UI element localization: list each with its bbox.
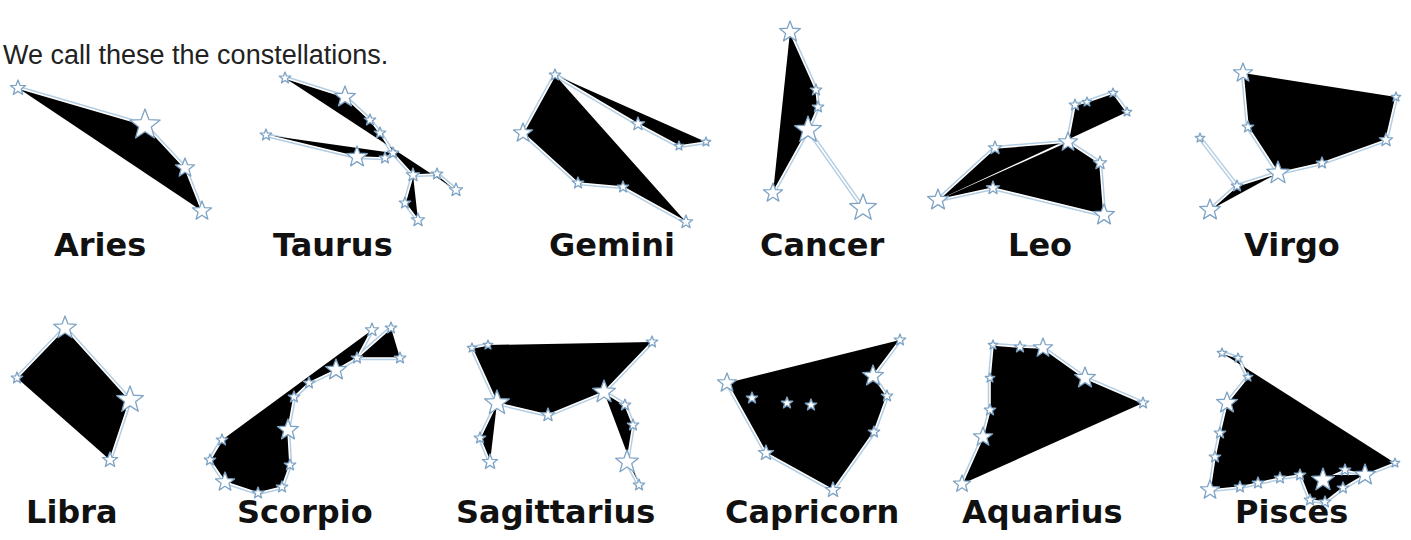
constellation-name: Aquarius bbox=[962, 493, 1123, 531]
constellation-name: Leo bbox=[1008, 226, 1072, 264]
constellation-name: Cancer bbox=[760, 226, 884, 264]
intro-sentence: We call these the constellations. bbox=[3, 40, 388, 71]
constellation-name: Virgo bbox=[1244, 226, 1340, 264]
constellation-name: Gemini bbox=[549, 226, 675, 264]
constellation-name: Taurus bbox=[273, 226, 393, 264]
constellation-name: Capricorn bbox=[725, 493, 899, 531]
constellation-name: Sagittarius bbox=[456, 493, 655, 531]
constellation-name: Pisces bbox=[1235, 493, 1348, 531]
constellation-name: Scorpio bbox=[237, 493, 373, 531]
constellation-name: Aries bbox=[54, 226, 146, 264]
constellation-name: Libra bbox=[26, 493, 118, 531]
